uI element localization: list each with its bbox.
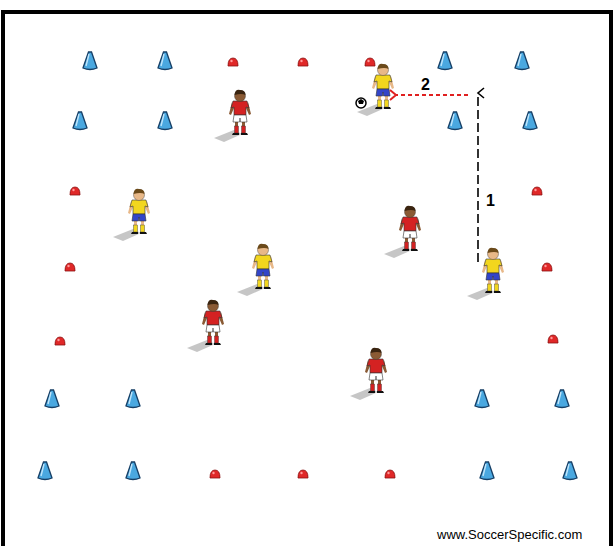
disc-cone [385,470,395,478]
disc-cone [55,337,65,345]
marker-cone [448,112,462,130]
marker-cone [438,52,452,70]
marker-cone [83,52,97,70]
marker-cone [126,462,140,480]
disc-cone [65,263,75,271]
disc-cone [210,470,220,478]
player-figure [237,244,274,296]
marker-cone [126,390,140,408]
disc-cone [298,58,308,66]
disc-cone [542,263,552,271]
player-figure [357,64,394,116]
player-figure [384,206,421,258]
callout-number: 1 [486,192,495,210]
disc-cone [228,58,238,66]
marker-cone [563,462,577,480]
watermark: www.SoccerSpecific.com [437,528,582,542]
player-figure [113,189,150,241]
disc-cone [548,335,558,343]
disc-cone [532,187,542,195]
marker-cone [45,390,59,408]
marker-cone [515,52,529,70]
marker-cone [523,112,537,130]
marker-cone [38,462,52,480]
callout-number: 2 [421,76,430,94]
disc-cone [70,187,80,195]
player-figure [467,248,504,300]
pass-arrow [396,94,468,96]
marker-cone [480,462,494,480]
marker-cone [73,112,87,130]
marker-cone [555,390,569,408]
player-figure [214,90,251,142]
player-figure [350,348,387,400]
marker-cone [158,52,172,70]
ball [356,98,366,108]
disc-cone [298,470,308,478]
marker-cone [475,390,489,408]
disc-cone [365,58,375,66]
run-arrow [477,93,479,262]
player-figure [187,300,224,352]
marker-cone [158,112,172,130]
ball-patch [358,99,364,104]
field-border [3,12,611,546]
